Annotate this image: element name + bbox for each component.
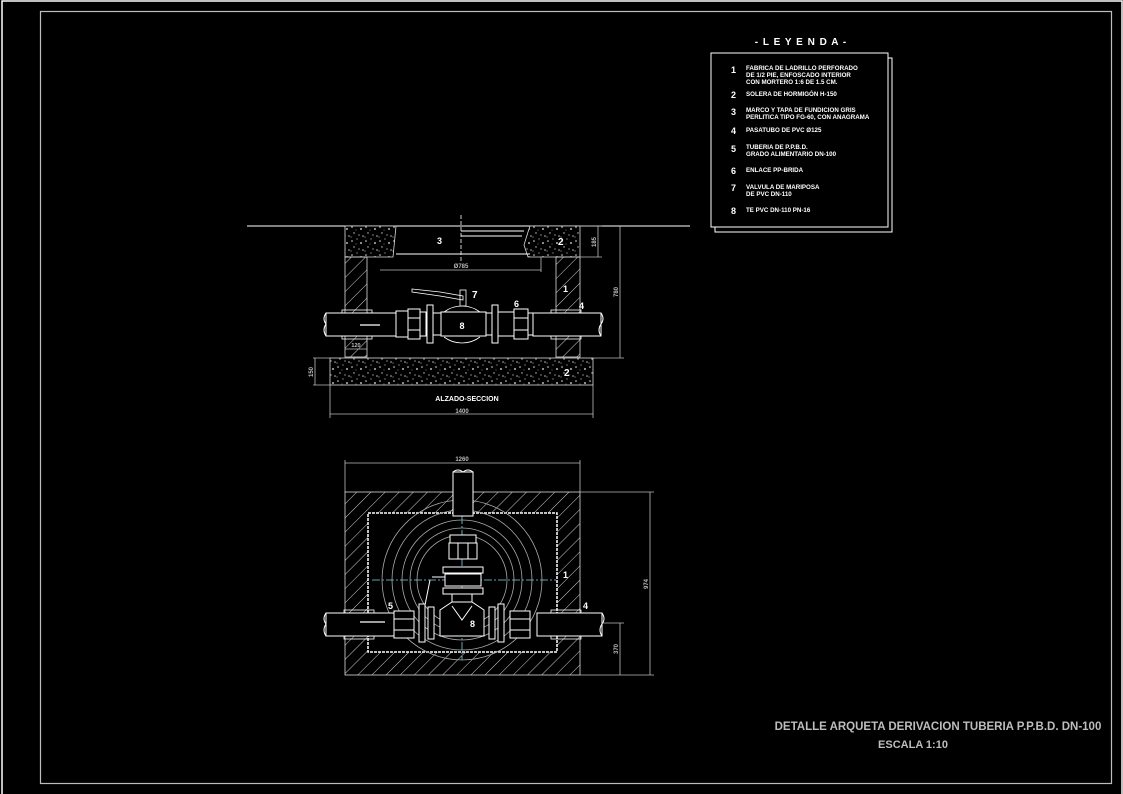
dim-plan-width: 1260 <box>455 457 469 463</box>
legend-num-4: 4 <box>731 126 736 136</box>
plan-callout-4: 4 <box>583 601 588 611</box>
callout-3: 3 <box>437 236 442 246</box>
callout-1: 1 <box>563 284 568 294</box>
callout-7: 7 <box>472 290 478 301</box>
legend-text: TE PVC DN-110 PN-16 <box>746 207 811 214</box>
legend-num-5: 5 <box>731 144 736 154</box>
legend-text: VALVULA DE MARIPOSA <box>746 184 820 191</box>
legend-text: CON MORTERO 1:6 DE 1.5 CM. <box>746 79 838 86</box>
plan-callout-8: 8 <box>470 619 475 629</box>
legend-text: FABRICA DE LADRILLO PERFORADO <box>746 65 858 72</box>
legend-text: ENLACE PP-BRIDA <box>746 167 804 174</box>
inner-frame <box>39 10 1113 785</box>
callout-4: 4 <box>579 301 584 311</box>
legend-text: TUBERIA DE P.P.B.D. <box>746 144 808 151</box>
legend-title: - L E Y E N D A - <box>755 37 847 48</box>
dim-slab: 150 <box>309 366 315 377</box>
legend-text: MARCO Y TAPA DE FUNDICION GRIS <box>746 107 856 114</box>
plan-callout-5: 5 <box>388 601 393 611</box>
dim-pipe-axis: 370 <box>614 643 620 654</box>
callout-2b: 2 <box>564 368 570 379</box>
section-label: ALZADO-SECCION <box>435 396 498 403</box>
dim-height: 780 <box>614 286 620 297</box>
section-view: Ø785 8 7 6 3 2 <box>247 215 690 418</box>
dim-plan-height: 974 <box>644 578 650 589</box>
legend-num-7: 7 <box>731 183 736 193</box>
callout-6: 6 <box>514 299 519 309</box>
dim-overall-width: 1400 <box>455 409 469 415</box>
dim-wall: 120 <box>351 343 360 349</box>
drawing-scale: ESCALA 1:10 <box>878 739 948 751</box>
legend-num-1: 1 <box>731 65 736 75</box>
legend: - L E Y E N D A - 1 FABRICA DE LADRILLO … <box>710 37 893 233</box>
legend-text: DE 1/2 PIE, ENFOSCADO INTERIOR <box>746 72 851 79</box>
legend-num-2: 2 <box>731 90 736 100</box>
legend-text: DE PVC DN-110 <box>746 191 792 198</box>
drawing-title: DETALLE ARQUETA DERIVACION TUBERIA P.P.B… <box>775 721 1102 733</box>
callout-8: 8 <box>459 321 464 331</box>
callout-2: 2 <box>558 237 564 248</box>
plan-view: 1260 <box>323 457 654 676</box>
legend-text: SOLERA DE HORMIGÓN H-150 <box>746 90 837 98</box>
dim-frame: 185 <box>592 236 598 247</box>
legend-text: GRADO ALIMENTARIO DN-100 <box>746 151 837 158</box>
plan-callout-1: 1 <box>563 570 568 580</box>
legend-num-6: 6 <box>731 166 736 176</box>
legend-num-8: 8 <box>731 206 736 216</box>
legend-text: PERLITICA TIPO FG-60, CON ANAGRAMA <box>746 114 870 121</box>
legend-num-3: 3 <box>731 107 736 117</box>
dim-opening: Ø785 <box>454 264 469 270</box>
legend-text: PASATUBO DE PVC Ø125 <box>746 127 822 134</box>
